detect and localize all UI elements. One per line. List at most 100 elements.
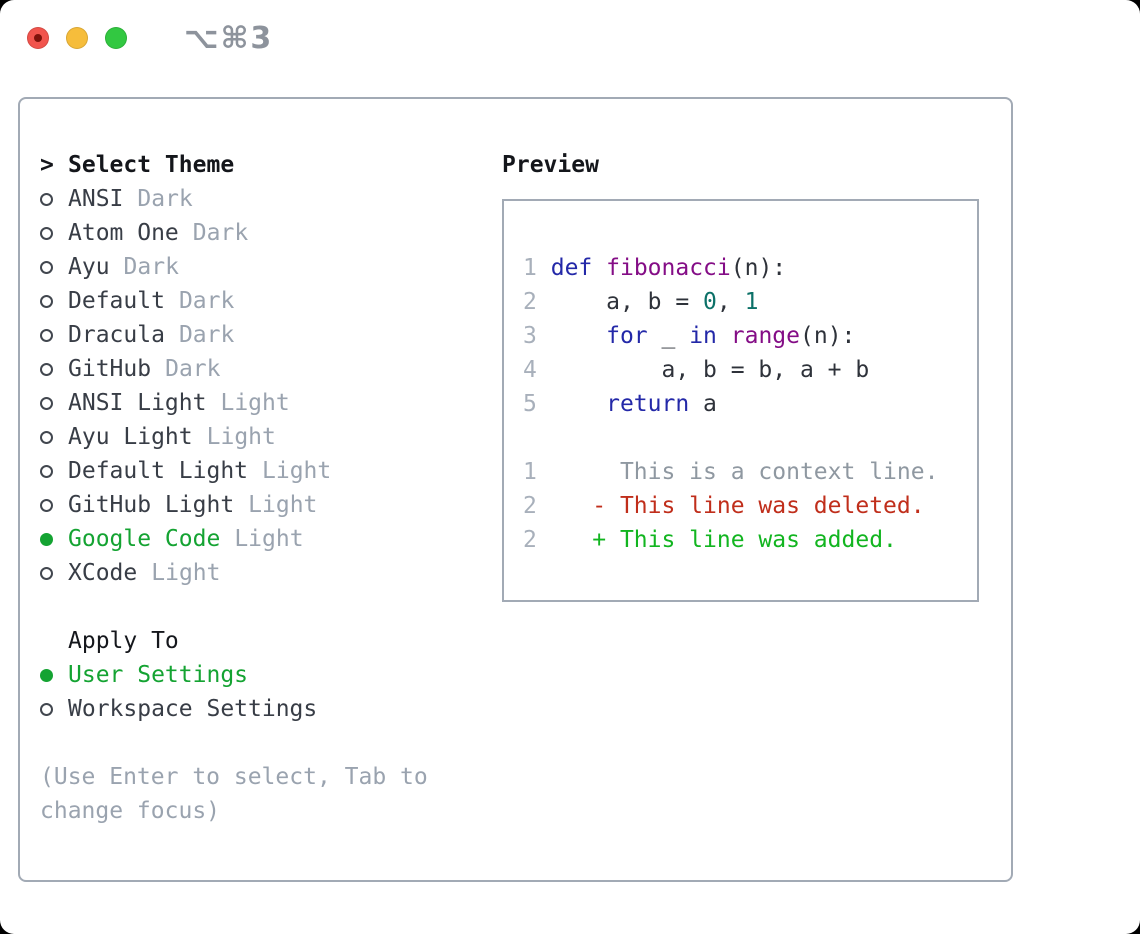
radio-icon xyxy=(40,260,68,274)
theme-option-ansi-light[interactable]: ANSI Light Light xyxy=(40,386,480,420)
preview-title: Preview xyxy=(502,152,599,178)
zoom-button[interactable] xyxy=(105,27,127,49)
theme-variant: Dark xyxy=(178,288,235,314)
help-text: (Use Enter to select, Tab to change focu… xyxy=(40,764,428,824)
minimize-button[interactable] xyxy=(66,27,88,49)
gutter-gap xyxy=(537,251,551,285)
code-token: a, b = xyxy=(550,289,704,315)
diff-line-deleted: 2 - This line was deleted. xyxy=(523,489,977,523)
theme-option-atom-one-dark[interactable]: Atom One Dark xyxy=(40,216,480,250)
code-token-keyword: for xyxy=(606,323,648,349)
radio-icon xyxy=(40,396,68,410)
theme-variant: Light xyxy=(262,458,332,484)
diff-deleted-text: - This line was deleted. xyxy=(536,493,925,519)
gutter-gap xyxy=(537,353,551,387)
theme-variant: Light xyxy=(234,526,304,552)
spacer xyxy=(40,726,480,760)
radio-icon xyxy=(40,498,68,512)
theme-name: Ayu Light xyxy=(68,424,193,450)
code-line: 1 def fibonacci(n): xyxy=(523,251,977,285)
titlebar: ⌥⌘3 xyxy=(27,21,273,56)
apply-to-label: Apply To xyxy=(68,628,179,654)
theme-variant: Light xyxy=(151,560,221,586)
diff-line-context: 1 This is a context line. xyxy=(523,455,977,489)
code-token-name: fibonacci xyxy=(606,255,731,281)
main-panel: > Select Theme ANSI Dark Atom One Dark A… xyxy=(18,97,1013,882)
apply-to-header: Apply To xyxy=(40,624,480,658)
theme-variant: Light xyxy=(220,390,290,416)
theme-name: Default xyxy=(68,288,165,314)
theme-list-column: > Select Theme ANSI Dark Atom One Dark A… xyxy=(40,148,480,828)
code-token xyxy=(551,387,606,421)
line-number: 5 xyxy=(523,391,537,417)
line-number: 2 xyxy=(523,493,537,519)
preview-box: 1 def fibonacci(n): 2 a, b = 0, 1 3 for … xyxy=(502,199,979,602)
theme-name: Dracula xyxy=(68,322,165,348)
theme-name: ANSI xyxy=(68,186,124,212)
apply-option-workspace-settings[interactable]: Workspace Settings xyxy=(40,692,480,726)
select-theme-label: Select Theme xyxy=(68,152,235,178)
prompt-icon: > xyxy=(40,152,54,178)
theme-name: Atom One xyxy=(68,220,179,246)
code-token xyxy=(717,319,731,353)
theme-name: XCode xyxy=(68,560,138,586)
radio-icon xyxy=(40,362,68,376)
gutter-gap xyxy=(537,285,551,319)
code-token-keyword: return xyxy=(606,391,690,417)
radio-selected-icon xyxy=(40,668,68,682)
apply-option-label: User Settings xyxy=(68,662,249,688)
radio-icon xyxy=(40,430,68,444)
theme-option-ansi-dark[interactable]: ANSI Dark xyxy=(40,182,480,216)
theme-option-github-light[interactable]: GitHub Light Light xyxy=(40,488,480,522)
theme-option-default-dark[interactable]: Default Dark xyxy=(40,284,480,318)
close-button[interactable] xyxy=(27,27,49,49)
theme-option-ayu-dark[interactable]: Ayu Dark xyxy=(40,250,480,284)
theme-name: Ayu xyxy=(68,254,110,280)
code-token: a, b = b, a + b xyxy=(550,357,870,383)
gutter-gap xyxy=(537,319,551,353)
theme-variant: Light xyxy=(248,492,318,518)
theme-variant: Dark xyxy=(192,220,249,246)
select-theme-header: > Select Theme xyxy=(40,148,480,182)
theme-variant: Dark xyxy=(123,254,179,280)
theme-option-default-light[interactable]: Default Light Light xyxy=(40,454,480,488)
theme-name: Google Code xyxy=(68,526,221,552)
spacer xyxy=(523,421,977,455)
code-line: 4 a, b = b, a + b xyxy=(523,353,977,387)
spacer xyxy=(40,590,480,624)
radio-icon xyxy=(40,328,68,342)
theme-option-xcode-light[interactable]: XCode Light xyxy=(40,556,480,590)
line-number: 3 xyxy=(523,323,537,349)
code-token: (n): xyxy=(800,323,856,349)
line-number: 1 xyxy=(523,459,537,485)
theme-option-github-dark[interactable]: GitHub Dark xyxy=(40,352,480,386)
code-token-keyword: in xyxy=(689,323,717,349)
apply-option-user-settings[interactable]: User Settings xyxy=(40,658,480,692)
code-token-keyword: def xyxy=(550,255,593,281)
theme-variant: Dark xyxy=(165,356,221,382)
line-number: 2 xyxy=(523,527,537,553)
code-token-name: range xyxy=(730,323,801,349)
radio-selected-icon xyxy=(40,532,68,546)
code-token: , xyxy=(716,289,745,315)
radio-icon xyxy=(40,566,68,580)
code-token: _ xyxy=(647,323,690,349)
theme-name: ANSI Light xyxy=(68,390,207,416)
code-token: (n): xyxy=(730,255,787,281)
theme-name: Default Light xyxy=(68,458,249,484)
code-token: a xyxy=(689,391,717,417)
radio-icon xyxy=(40,294,68,308)
theme-option-google-code-light[interactable]: Google Code Light xyxy=(40,522,480,556)
code-token xyxy=(551,319,606,353)
line-number: 4 xyxy=(523,357,537,383)
code-line: 3 for _ in range(n): xyxy=(523,319,977,353)
theme-option-dracula-dark[interactable]: Dracula Dark xyxy=(40,318,480,352)
radio-icon xyxy=(40,702,68,716)
apply-option-label: Workspace Settings xyxy=(68,696,318,722)
radio-icon xyxy=(40,192,68,206)
theme-option-ayu-light[interactable]: Ayu Light Light xyxy=(40,420,480,454)
diff-added-text: + This line was added. xyxy=(536,527,897,553)
theme-variant: Dark xyxy=(178,322,235,348)
